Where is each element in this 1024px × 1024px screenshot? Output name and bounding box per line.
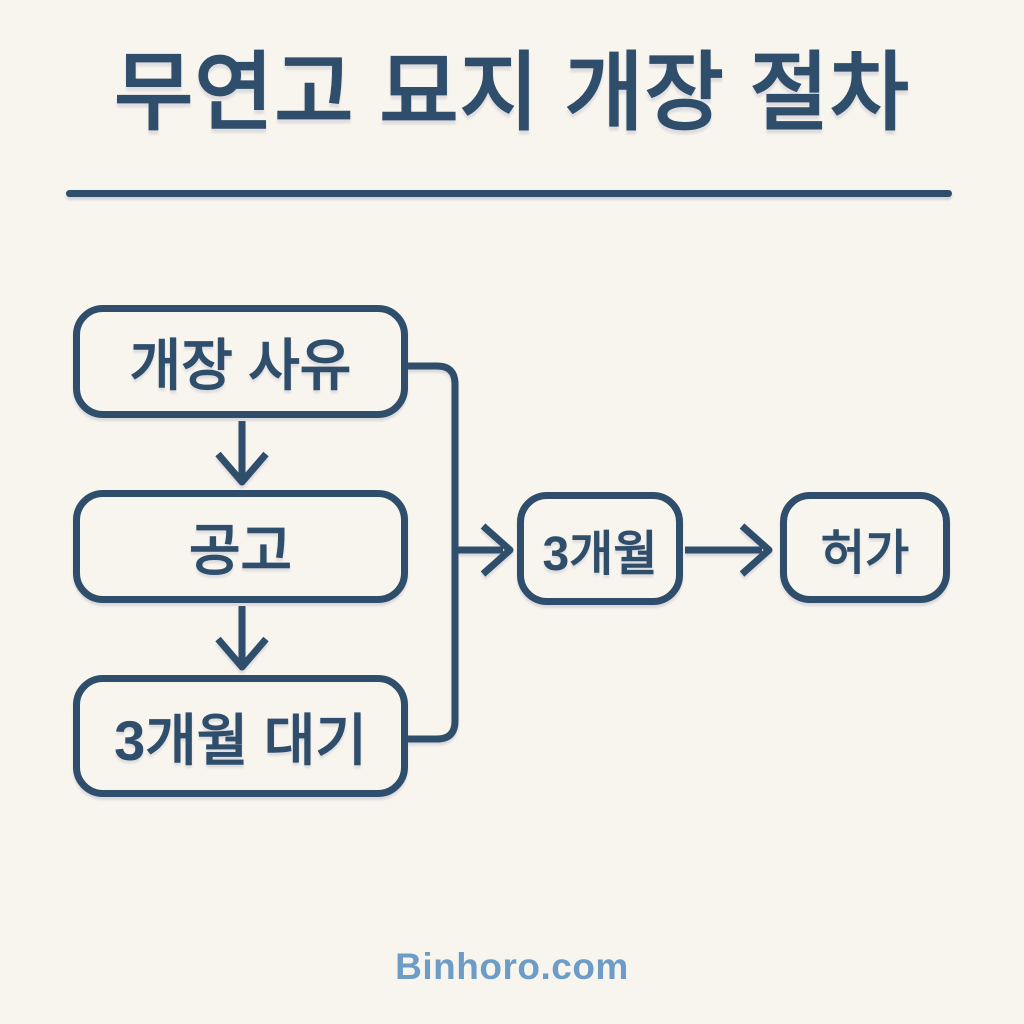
arrow-right-icon — [685, 523, 773, 577]
footer-watermark: Binhoro.com — [395, 946, 629, 987]
arrow-down-icon — [215, 606, 269, 671]
node-label: 개장 사유 — [129, 334, 352, 397]
page-title: 무연고 묘지 개장 절차 — [114, 45, 910, 141]
node-label: 공고 — [188, 519, 293, 582]
arrow-down-icon — [215, 421, 269, 486]
flow-node-wait-3-months: 3개월 대기 — [73, 675, 408, 797]
flow-node-permit: 허가 — [780, 492, 950, 603]
node-label: 3개월 대기 — [114, 708, 367, 772]
flow-node-three-months: 3개월 — [517, 492, 683, 605]
arrow-right-icon — [455, 523, 514, 577]
merge-bracket-connector — [408, 362, 459, 743]
title-underline — [66, 190, 952, 197]
flow-node-open-reason: 개장 사유 — [73, 305, 408, 418]
flow-node-notice: 공고 — [73, 490, 408, 603]
node-label: 3개월 — [542, 527, 658, 581]
node-label: 허가 — [820, 526, 910, 580]
